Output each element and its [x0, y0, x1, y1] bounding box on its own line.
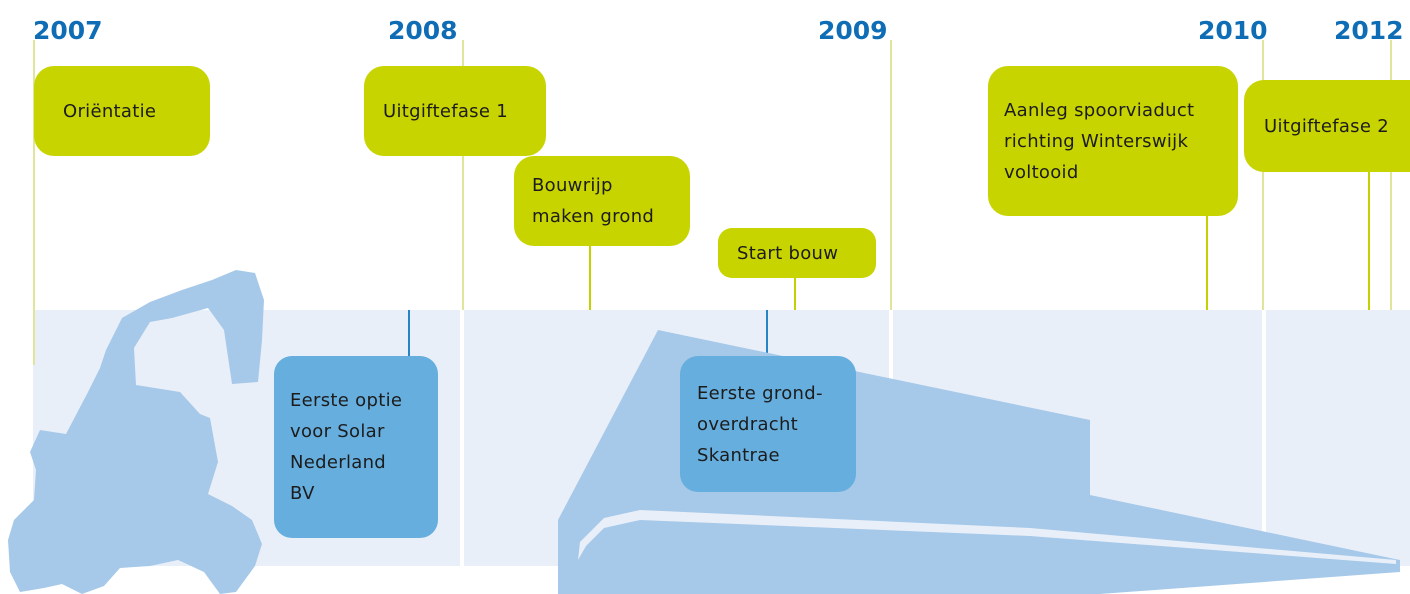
event-orientatie-label: Oriëntatie — [63, 100, 157, 122]
connector-uitgifte2 — [1368, 170, 1370, 310]
event-bouwrijp-label: Bouwrijp maken grond — [532, 175, 655, 227]
event-bouwrijp: Bouwrijp maken grond — [514, 156, 690, 246]
event-start-bouw: Start bouw — [718, 228, 876, 278]
event-uitgiftefase-2: Uitgiftefase 2 — [1244, 80, 1410, 172]
year-line-2008 — [462, 40, 464, 310]
band-divider-2010 — [1262, 310, 1266, 566]
event-solar-label: Eerste optie voor Solar Nederland BV — [290, 390, 403, 504]
year-line-2009 — [890, 40, 892, 310]
connector-start-bouw — [794, 276, 796, 310]
year-label-2012: 2012 — [1334, 16, 1404, 45]
train-window-stripe — [578, 510, 1396, 564]
year-line-2007 — [33, 40, 35, 365]
connector-bouwrijp — [589, 240, 591, 310]
event-spoorviaduct: Aanleg spoorviaduct richting Winterswijk… — [988, 66, 1238, 216]
event-uitgiftefase-1: Uitgiftefase 1 — [364, 66, 546, 156]
event-spoorviaduct-label: Aanleg spoorviaduct richting Winterswijk… — [1004, 99, 1195, 183]
year-line-2012 — [1390, 40, 1392, 310]
year-label-2008: 2008 — [388, 16, 458, 45]
year-line-2010 — [1262, 40, 1264, 310]
event-uitgiftefase-1-label: Uitgiftefase 1 — [383, 100, 509, 122]
connector-skantrae — [766, 310, 768, 358]
event-skantrae: Eerste grond- overdracht Skantrae — [680, 356, 856, 492]
year-label-2010: 2010 — [1198, 16, 1268, 45]
event-start-bouw-label: Start bouw — [737, 242, 839, 264]
event-uitgiftefase-2-label: Uitgiftefase 2 — [1264, 115, 1390, 137]
event-orientatie: Oriëntatie — [34, 66, 210, 156]
year-label-2009: 2009 — [818, 16, 888, 45]
event-solar: Eerste optie voor Solar Nederland BV — [274, 356, 438, 538]
connector-solar — [408, 310, 410, 358]
connector-spoorviaduct — [1206, 212, 1208, 310]
year-label-2007: 2007 — [33, 16, 103, 45]
band-divider-2008 — [460, 310, 464, 566]
excavator-silhouette-icon — [8, 270, 264, 594]
event-skantrae-label: Eerste grond- overdracht Skantrae — [697, 382, 823, 466]
